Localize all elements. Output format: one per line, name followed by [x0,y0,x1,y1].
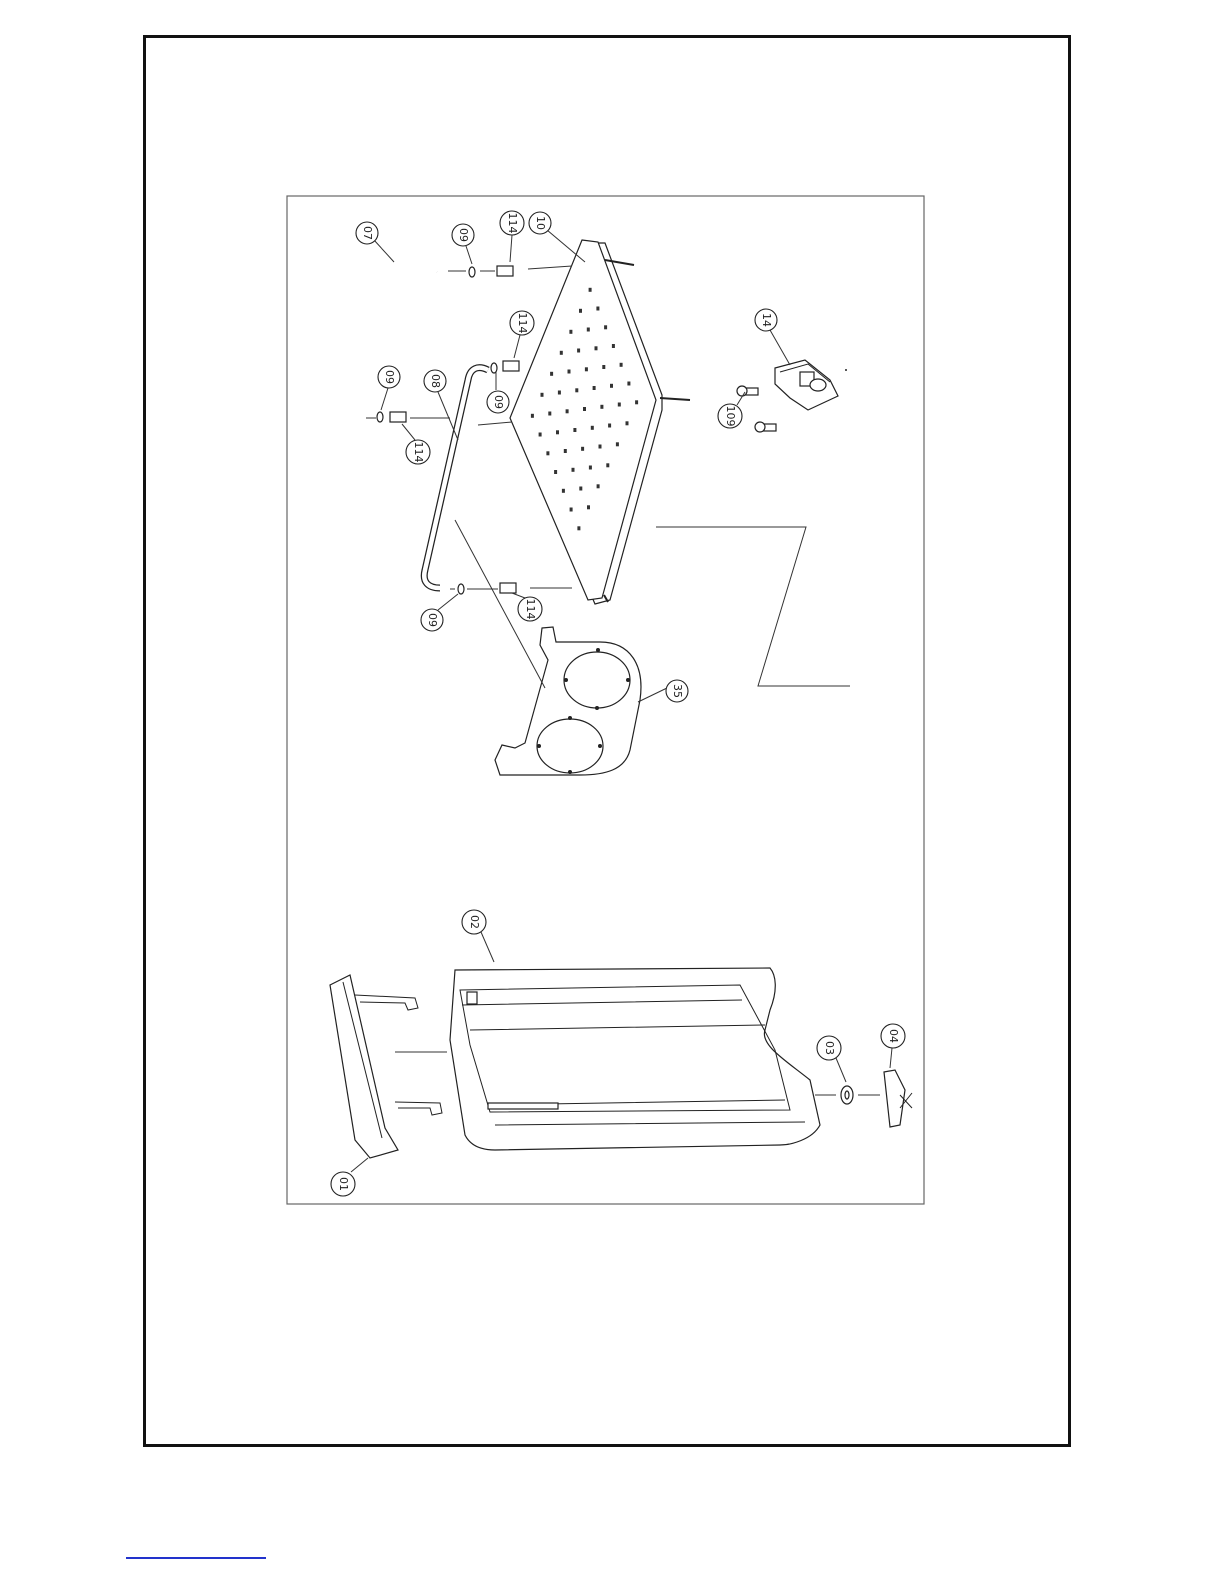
plate-hole [548,412,551,416]
callout-14: 14 [755,309,790,365]
plate-hole [562,489,565,493]
plate-hole [541,393,544,397]
plate-hole [606,463,609,467]
callout-02: 02 [462,910,494,962]
plate-hole [581,447,584,451]
plate-hole [573,428,576,432]
callout-01: 01 [331,1158,368,1196]
callout-09-mid: 09 [487,372,509,413]
svg-text:10: 10 [534,216,547,230]
plate-hole [620,363,623,367]
plate-hole [618,403,621,407]
part-07-tube [350,252,438,424]
plate-hole [531,414,534,418]
svg-text:09: 09 [457,228,470,242]
callout-07: 07 [356,222,394,262]
plate-hole [627,382,630,386]
svg-text:01: 01 [337,1177,350,1191]
plate-hole [599,445,602,449]
callout-09-left: 09 [378,366,400,410]
callout-114-left: 114 [402,424,430,464]
plate-hole [569,330,572,334]
part-02-base [450,968,820,1150]
callout-10: 10 [529,212,585,262]
plate-hole [604,325,607,329]
svg-text:07: 07 [361,226,374,240]
plate-hole [597,484,600,488]
callout-114-top: 114 [500,211,524,262]
plate-hole [595,346,598,350]
plate-hole [591,426,594,430]
plate-hole [556,430,559,434]
callout-09-top: 09 [452,224,474,264]
plate-hole [570,508,573,512]
plate-hole [589,288,592,292]
plate-hole [587,328,590,332]
plate-hole [566,409,569,413]
plate-hole [583,407,586,411]
assembly-reference-line [656,527,850,686]
plate-hole [560,351,563,355]
svg-text:04: 04 [887,1029,900,1043]
callout-35: 35 [638,680,688,702]
plate-hole [546,451,549,455]
callout-114-mid: 114 [510,311,534,358]
callout-08: 08 [424,370,458,440]
plate-hole [579,309,582,313]
plate-hole [572,468,575,472]
plate-hole [558,391,561,395]
svg-text:09: 09 [426,613,439,627]
plate-hole [564,449,567,453]
svg-text:114: 114 [412,442,425,463]
part-10-plate [510,240,690,604]
svg-text:09: 09 [383,370,396,384]
footer-rule [126,1557,266,1559]
callout-03: 03 [817,1036,846,1082]
plate-hole [577,526,580,530]
plate-hole [608,424,611,428]
callout-109: 109 [718,392,745,428]
plate-hole [575,388,578,392]
plate-hole [568,370,571,374]
plate-hole [554,470,557,474]
svg-text:03: 03 [823,1041,836,1055]
plate-hole [612,344,615,348]
part-14-bracket [775,360,847,410]
part-08-tube [424,368,488,588]
svg-text:02: 02 [468,915,481,929]
callout-114-bottom: 114 [512,593,542,621]
svg-text:35: 35 [671,684,684,698]
plate-hole [602,365,605,369]
part-01-end-cap [330,975,447,1158]
svg-text:09: 09 [492,395,505,409]
plate-hole [577,349,580,353]
plate-hole [635,400,638,404]
plate-hole [587,505,590,509]
plate-hole [539,433,542,437]
plate-hole [589,466,592,470]
svg-text:114: 114 [524,599,537,620]
plate-hole [600,405,603,409]
part-04-foot [884,1070,912,1127]
plate-hole [610,384,613,388]
plate-hole [585,367,588,371]
plate-hole [596,307,599,311]
plate-hole [579,487,582,491]
part-35-dual-circle-plate [495,627,641,775]
part-109-screws [737,386,776,432]
svg-text:14: 14 [760,313,773,327]
plate-hole [626,421,629,425]
plate-hole [616,442,619,446]
plate-hole [550,372,553,376]
svg-text:08: 08 [429,374,442,388]
callout-09-bottom: 09 [421,594,458,631]
svg-text:109: 109 [724,406,737,427]
plate-hole [593,386,596,390]
svg-text:114: 114 [516,313,529,334]
callout-04: 04 [881,1024,905,1068]
svg-text:114: 114 [506,213,519,234]
part-03-washer [841,1086,853,1104]
